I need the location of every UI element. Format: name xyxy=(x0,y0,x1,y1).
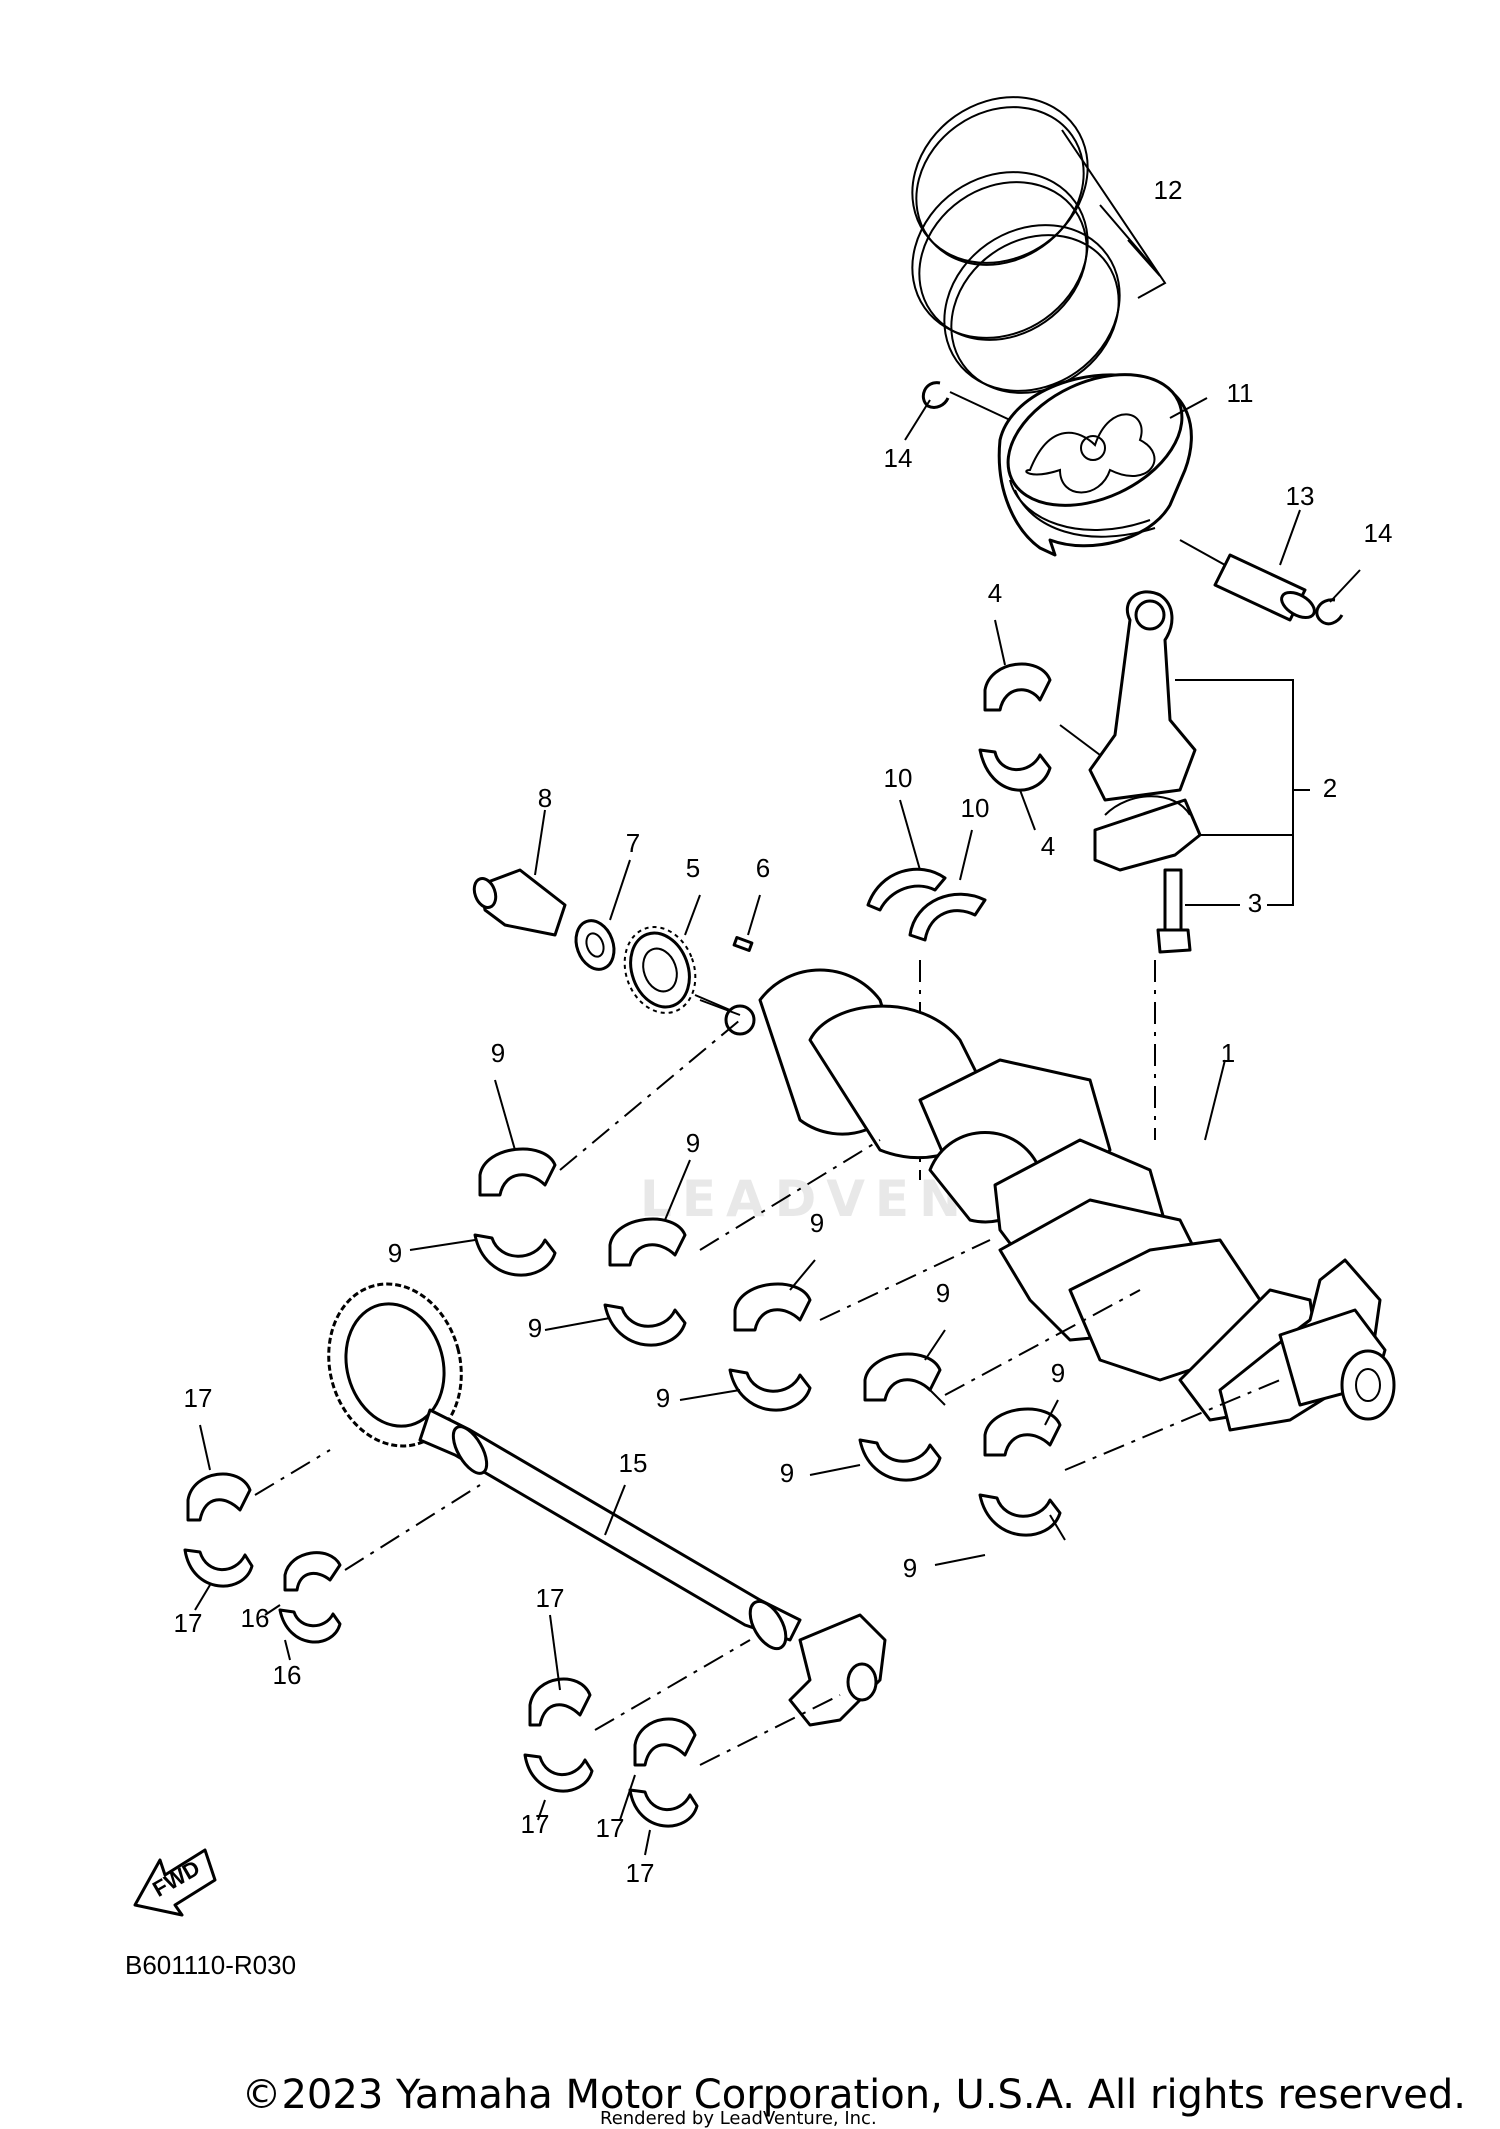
leaders-9 xyxy=(409,1079,1066,1566)
leader-13 xyxy=(1279,509,1301,566)
leader-10b xyxy=(959,829,973,881)
callout-9h: 9 xyxy=(780,1458,794,1488)
fwd-arrow-icon: FWD xyxy=(133,1848,217,1917)
callout-17d: 17 xyxy=(521,1809,550,1839)
callout-9j: 9 xyxy=(903,1553,917,1583)
callout-9a: 9 xyxy=(491,1038,505,1068)
leader-10a xyxy=(899,799,921,871)
callout-14-right: 14 xyxy=(1364,518,1393,548)
callout-16b: 16 xyxy=(273,1660,302,1690)
leader-1 xyxy=(1204,1059,1226,1141)
callout-4-lower: 4 xyxy=(1041,831,1055,861)
callout-14-left: 14 xyxy=(884,443,913,473)
crank-gear[interactable] xyxy=(613,917,707,1023)
circlip-right[interactable] xyxy=(1315,598,1344,626)
callout-9f: 9 xyxy=(656,1383,670,1413)
conrod-bearing-upper[interactable] xyxy=(983,662,1052,712)
callout-5: 5 xyxy=(686,853,700,883)
thrust-washer-2[interactable] xyxy=(908,892,987,942)
connecting-rod[interactable] xyxy=(1088,590,1202,872)
crankshaft[interactable] xyxy=(699,968,1396,1432)
leader-15 xyxy=(604,1484,626,1536)
leader-2 xyxy=(1175,679,1294,906)
callout-13: 13 xyxy=(1286,481,1315,511)
main-bearing-pairs[interactable] xyxy=(473,1147,1062,1537)
conrod-bolt[interactable] xyxy=(1156,868,1192,954)
callout-labels: 1 2 3 4 4 5 6 7 8 9 9 9 9 9 9 9 9 9 9 9 … xyxy=(174,175,1393,1888)
rendered-by-notice: Rendered by LeadVenture, Inc. xyxy=(600,2108,877,2129)
callout-9e: 9 xyxy=(810,1208,824,1238)
leader-8 xyxy=(534,809,546,876)
callout-17e: 17 xyxy=(596,1813,625,1843)
callout-9b: 9 xyxy=(388,1238,402,1268)
callout-15: 15 xyxy=(619,1448,648,1478)
callout-16a: 16 xyxy=(241,1603,270,1633)
leader-14a xyxy=(904,399,931,441)
callout-9d: 9 xyxy=(528,1313,542,1343)
copyright-notice: ©2023 Yamaha Motor Corporation, U.S.A. A… xyxy=(241,2072,1466,2118)
leader-6 xyxy=(747,894,761,936)
leader-4a xyxy=(994,619,1006,666)
crank-bolt[interactable] xyxy=(470,868,567,937)
leader-14b xyxy=(1329,569,1361,603)
callout-17f: 17 xyxy=(626,1858,655,1888)
balancer-bearings[interactable] xyxy=(183,1472,699,1828)
piston-rings[interactable] xyxy=(880,63,1152,425)
callout-2: 2 xyxy=(1323,773,1337,803)
callout-4-upper: 4 xyxy=(988,578,1002,608)
callout-9c: 9 xyxy=(686,1128,700,1158)
callout-17c: 17 xyxy=(536,1583,565,1613)
leader-5 xyxy=(684,894,701,936)
leader-7 xyxy=(609,859,631,921)
callout-17a: 17 xyxy=(184,1383,213,1413)
piston-pin[interactable] xyxy=(1213,553,1319,623)
callout-17b: 17 xyxy=(174,1608,203,1638)
diagram-code: B601110-R030 xyxy=(125,1950,297,1980)
washer[interactable] xyxy=(570,915,621,974)
leader-11 xyxy=(1169,397,1208,419)
callout-10b: 10 xyxy=(961,793,990,823)
callout-8: 8 xyxy=(538,783,552,813)
thrust-washer-1[interactable] xyxy=(866,867,947,912)
callout-7: 7 xyxy=(626,828,640,858)
callout-6: 6 xyxy=(756,853,770,883)
leaders-16-17 xyxy=(194,1424,651,1856)
callout-12: 12 xyxy=(1154,175,1183,205)
leader-12 xyxy=(1061,129,1167,299)
leader-4b xyxy=(1019,789,1036,831)
callout-3: 3 xyxy=(1248,888,1262,918)
callout-1: 1 xyxy=(1221,1038,1235,1068)
balancer-shaft[interactable] xyxy=(311,1269,887,1727)
callout-10a: 10 xyxy=(884,763,913,793)
callout-9i: 9 xyxy=(1051,1358,1065,1388)
woodruff-key[interactable] xyxy=(732,936,754,952)
callout-11: 11 xyxy=(1227,378,1254,408)
conrod-bearing-lower[interactable] xyxy=(978,748,1052,792)
callout-9g: 9 xyxy=(936,1278,950,1308)
piston[interactable] xyxy=(987,349,1203,557)
